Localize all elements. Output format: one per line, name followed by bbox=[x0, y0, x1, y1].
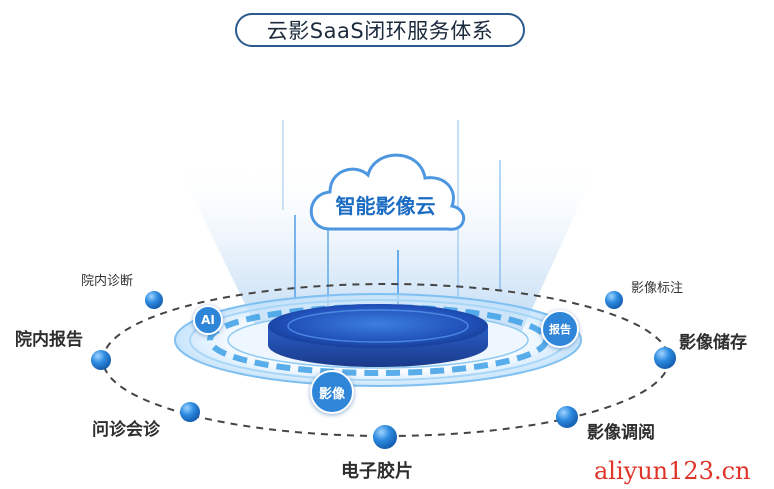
node-ball-image-annotation bbox=[605, 291, 623, 309]
badge-report: 报告 bbox=[541, 310, 579, 348]
label-image-annotation: 影像标注 bbox=[631, 281, 684, 296]
page-title: 云影SaaS闭环服务体系 bbox=[235, 13, 525, 47]
node-ball-hospital-diagnosis bbox=[145, 291, 163, 309]
watermark-text: aliyun123.cn bbox=[594, 457, 751, 485]
label-electronic-film: 电子胶片 bbox=[341, 461, 413, 482]
node-ball-electronic-film bbox=[373, 425, 397, 449]
node-ball-consultation bbox=[180, 402, 200, 422]
cloud-shape bbox=[309, 153, 465, 231]
label-image-storage: 影像储存 bbox=[679, 333, 747, 353]
node-balls bbox=[91, 291, 676, 449]
label-image-review: 影像调阅 bbox=[587, 423, 655, 443]
node-ball-hospital-report bbox=[91, 350, 111, 370]
light-beam bbox=[175, 160, 600, 335]
label-hospital-report: 院内报告 bbox=[15, 330, 83, 350]
label-consultation: 问诊会诊 bbox=[92, 420, 160, 440]
cloud-label: 智能影像云 bbox=[335, 194, 436, 218]
node-ball-image-storage bbox=[654, 347, 676, 369]
label-hospital-diagnosis: 院内诊断 bbox=[81, 274, 134, 289]
badge-image: 影像 bbox=[310, 370, 354, 414]
node-ball-image-review bbox=[556, 406, 578, 428]
badge-ai: AI bbox=[193, 305, 223, 335]
platform-top bbox=[268, 304, 488, 348]
